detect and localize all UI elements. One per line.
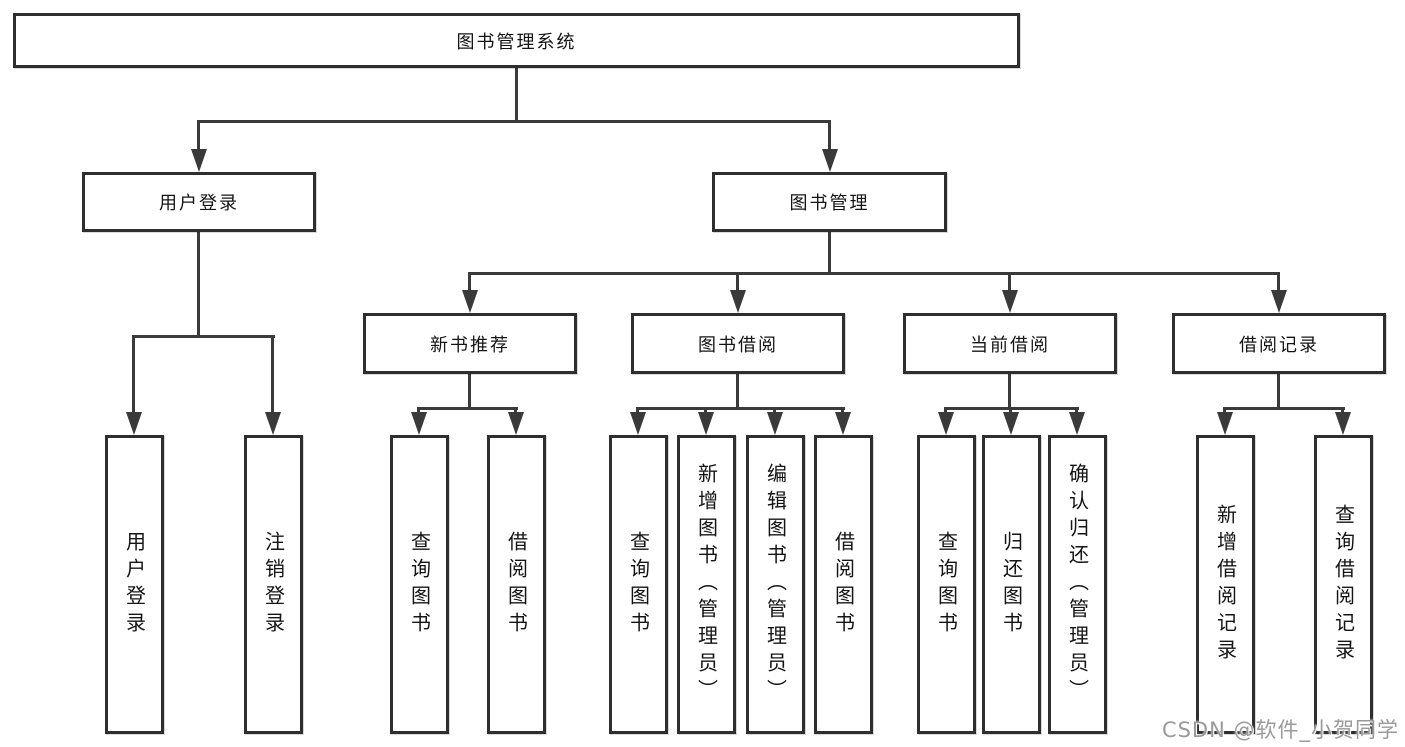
- connector-arrowhead: [730, 290, 746, 313]
- connector-line: [736, 374, 739, 407]
- node-label: 新书推荐: [430, 334, 510, 356]
- node-book-management: 图书管理: [712, 172, 947, 232]
- leaf-user-login: 用户登录: [105, 435, 164, 734]
- node-label: 确认归还（管理员）: [1065, 463, 1090, 706]
- node-label: 当前借阅: [970, 334, 1050, 356]
- node-user-login: 用户登录: [82, 172, 316, 232]
- connector-arrowhead: [1271, 290, 1287, 313]
- connector-line: [704, 407, 707, 415]
- node-label: 编辑图书（管理员）: [763, 463, 788, 706]
- node-label: 图书借阅: [698, 334, 778, 356]
- connector-line: [417, 407, 518, 410]
- leaf-confirm-return-admin: 确认归还（管理员）: [1048, 435, 1107, 734]
- connector-arrowhead: [767, 412, 783, 435]
- connector-line: [515, 68, 518, 120]
- node-current-borrow: 当前借阅: [903, 313, 1117, 374]
- connector-line: [1008, 374, 1011, 407]
- connector-line: [514, 407, 517, 415]
- connector-line: [1277, 374, 1280, 407]
- leaf-edit-books-admin: 编辑图书（管理员）: [746, 435, 805, 734]
- node-label: 用户登录: [159, 193, 239, 214]
- connector-arrowhead: [630, 412, 646, 435]
- connector-line: [944, 407, 947, 415]
- leaf-borrow-books-2: 借阅图书: [814, 435, 873, 734]
- connector-line: [132, 335, 135, 415]
- node-label: 注销登录: [261, 530, 286, 639]
- leaf-return-books: 归还图书: [982, 435, 1041, 734]
- connector-line: [1341, 407, 1344, 415]
- connector-line: [773, 407, 776, 415]
- connector-line: [636, 407, 845, 410]
- connector-arrowhead: [1217, 412, 1233, 435]
- node-label: 借阅图书: [831, 530, 856, 639]
- connector-arrowhead: [126, 412, 142, 435]
- connector-arrowhead: [462, 290, 478, 313]
- leaf-borrow-books-1: 借阅图书: [487, 435, 546, 734]
- connector-line: [841, 407, 844, 415]
- node-label: 查询图书: [407, 530, 432, 639]
- connector-line: [1009, 407, 1012, 415]
- leaf-add-borrow-record: 新增借阅记录: [1196, 435, 1255, 734]
- connector-arrowhead: [1003, 412, 1019, 435]
- node-label: 图书管理: [789, 193, 870, 214]
- connector-arrowhead: [938, 412, 954, 435]
- connector-arrowhead: [1002, 290, 1018, 313]
- connector-arrowhead: [411, 412, 427, 435]
- node-label: 借阅记录: [1239, 334, 1319, 356]
- connector-line: [1277, 272, 1280, 294]
- leaf-query-books-3: 查询图书: [917, 435, 976, 734]
- leaf-add-books-admin: 新增图书（管理员）: [677, 435, 736, 734]
- connector-arrowhead: [822, 149, 838, 172]
- connector-line: [468, 272, 1280, 275]
- node-label: 查询图书: [626, 530, 651, 639]
- connector-arrowhead: [191, 149, 207, 172]
- connector-line: [1223, 407, 1345, 410]
- connector-arrowhead: [265, 412, 281, 435]
- connector-line: [417, 407, 420, 415]
- node-label: 图书管理系统: [456, 31, 577, 53]
- leaf-query-books-1: 查询图书: [390, 435, 449, 734]
- node-root-system: 图书管理系统: [13, 13, 1020, 68]
- connector-line: [468, 272, 471, 294]
- node-label: 用户登录: [122, 530, 147, 639]
- leaf-query-borrow-record: 查询借阅记录: [1314, 435, 1373, 734]
- node-borrow-records: 借阅记录: [1172, 313, 1386, 374]
- connector-line: [828, 232, 831, 272]
- connector-line: [828, 120, 831, 154]
- connector-line: [1008, 272, 1011, 294]
- connector-arrowhead: [698, 412, 714, 435]
- node-label: 借阅图书: [504, 530, 529, 639]
- connector-line: [1075, 407, 1078, 415]
- connector-line: [636, 407, 639, 415]
- node-label: 查询图书: [934, 530, 959, 639]
- leaf-query-books-2: 查询图书: [609, 435, 668, 734]
- connector-line: [271, 335, 274, 415]
- connector-line: [736, 272, 739, 294]
- node-label: 查询借阅记录: [1331, 503, 1356, 666]
- node-label: 归还图书: [999, 530, 1024, 639]
- connector-line: [132, 335, 275, 338]
- node-book-borrow: 图书借阅: [631, 313, 845, 374]
- connector-line: [197, 120, 831, 123]
- connector-line: [197, 120, 200, 154]
- node-label: 新增图书（管理员）: [694, 463, 719, 706]
- node-label: 新增借阅记录: [1213, 503, 1238, 666]
- connector-arrowhead: [508, 412, 524, 435]
- connector-line: [468, 374, 471, 407]
- connector-line: [197, 232, 200, 335]
- csdn-watermark: CSDN @软件_小贺同学: [1161, 718, 1399, 742]
- connector-arrowhead: [1069, 412, 1085, 435]
- connector-line: [1223, 407, 1226, 415]
- connector-arrowhead: [1335, 412, 1351, 435]
- node-new-book-recommend: 新书推荐: [363, 313, 577, 374]
- connector-arrowhead: [835, 412, 851, 435]
- leaf-logout: 注销登录: [244, 435, 303, 734]
